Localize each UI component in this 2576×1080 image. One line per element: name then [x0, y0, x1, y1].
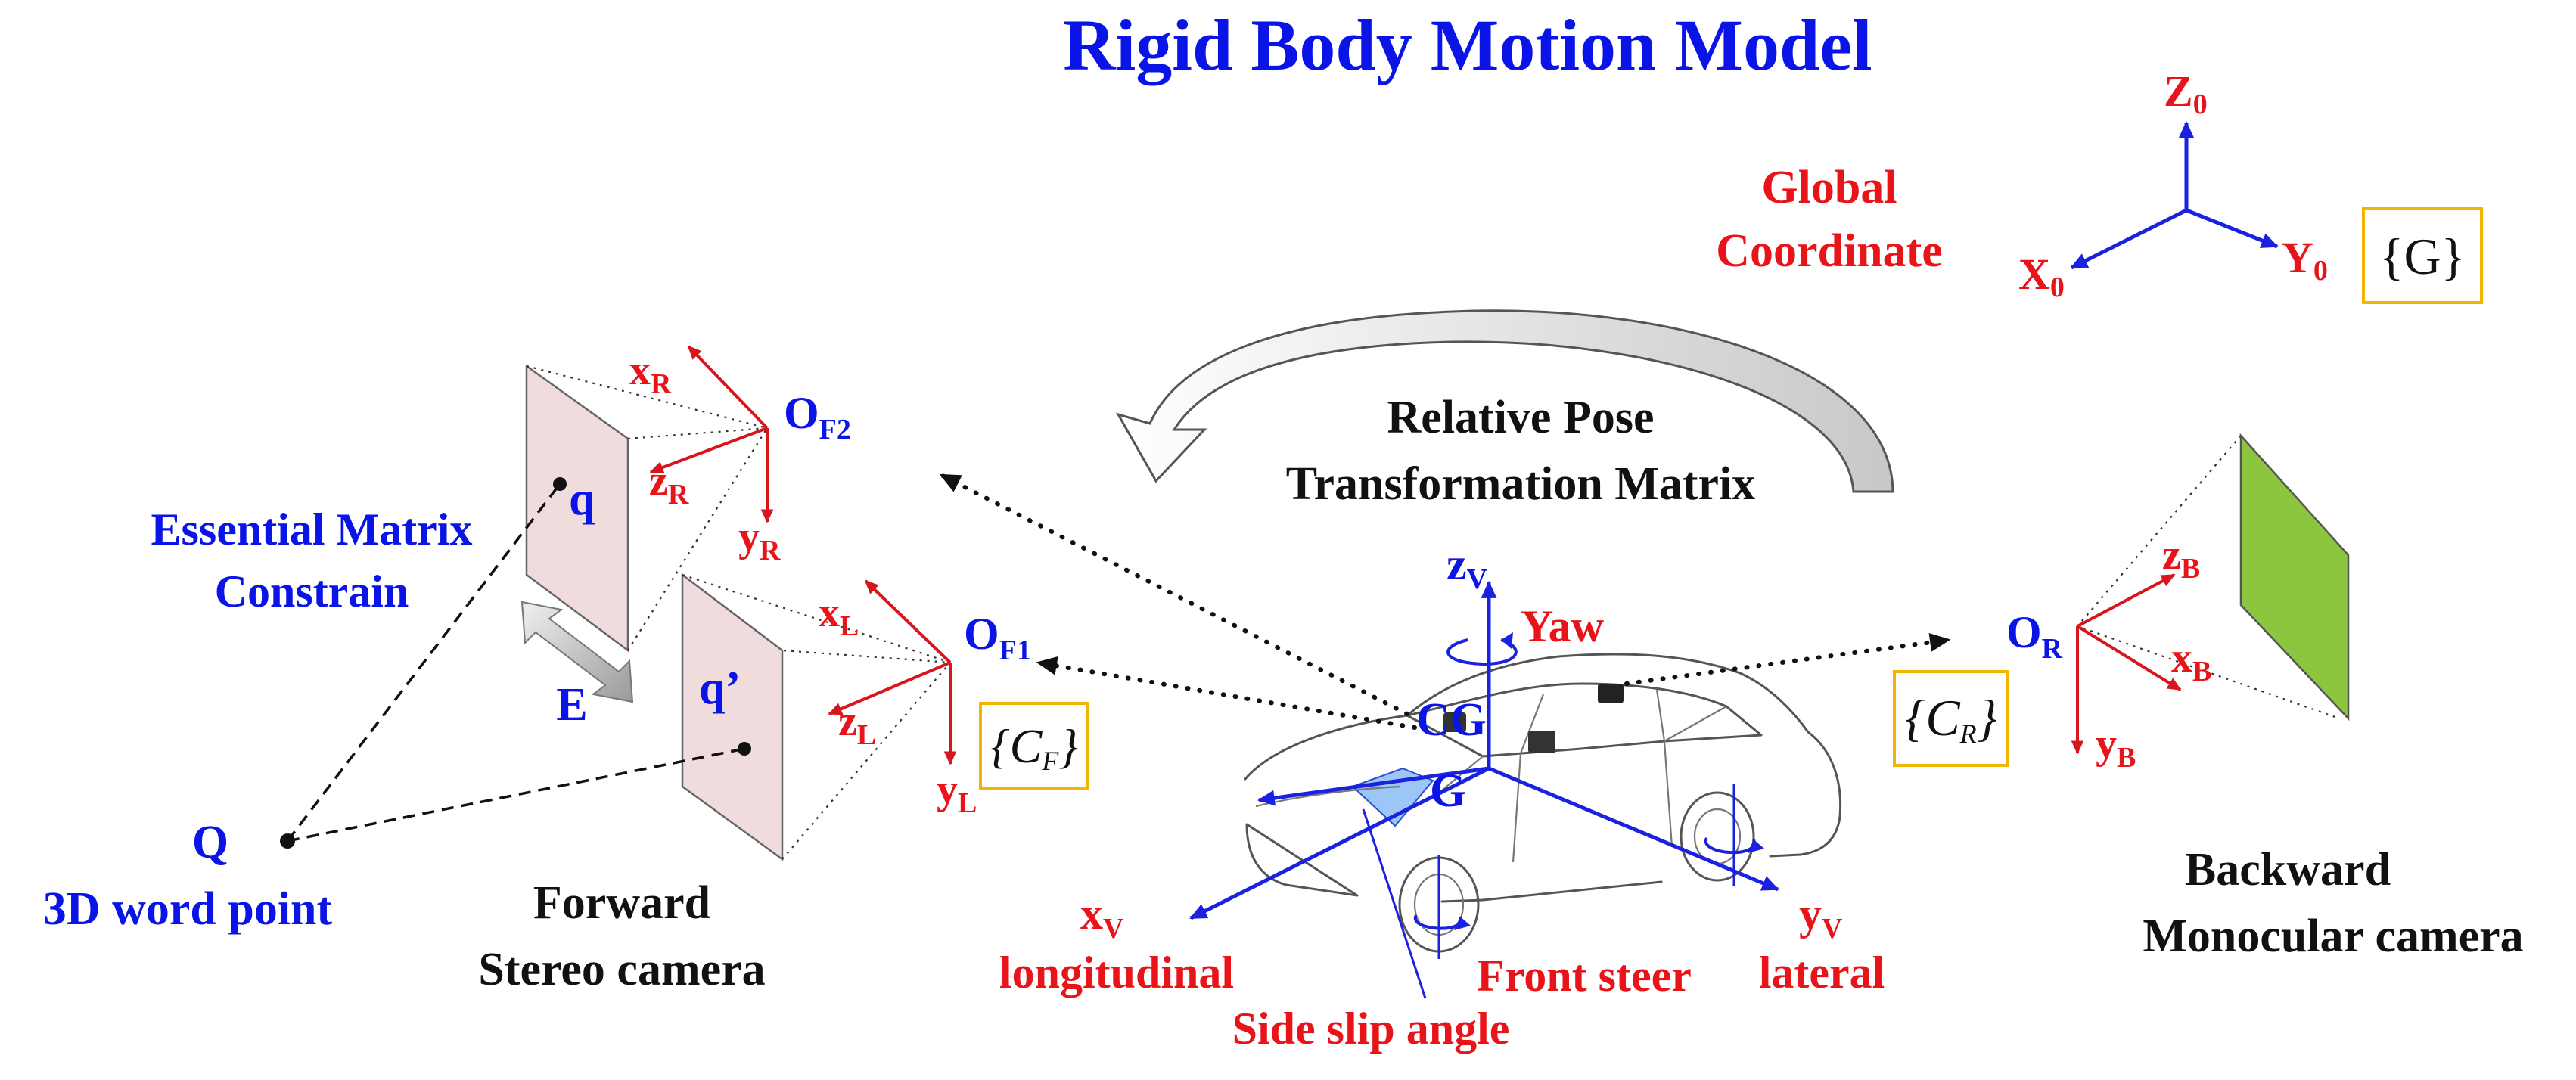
side-slip-label: Side slip angle [1232, 1004, 1510, 1054]
forward-frame-box [979, 702, 1089, 790]
essential-line2: Constrain [215, 566, 409, 616]
yl-label: yL [937, 766, 977, 819]
front-steer-label: Front steer [1477, 951, 1692, 1001]
side-slip-pointer [1362, 808, 1427, 999]
diagram-title: Rigid Body Motion Model [1063, 5, 1872, 85]
projection-line-q [286, 483, 561, 843]
or-label: OR [2006, 607, 2063, 665]
relative-pose-arc-arrow [1115, 309, 1894, 493]
backward-monocular-camera: OR zB xB yB {CR} Backward Monocular came… [1893, 433, 2524, 962]
global-frame-box [2362, 207, 2483, 304]
longitudinal-label: longitudinal [999, 948, 1234, 998]
xl-label: xL [819, 589, 859, 642]
projection-line-q-prime [287, 747, 745, 843]
yaw-label: Yaw [1521, 601, 1605, 651]
rear-wheel [1680, 791, 1755, 882]
backward-label-line2: Monocular camera [2143, 911, 2523, 962]
q-dot [553, 477, 567, 491]
zb-axis [2077, 573, 2176, 628]
forward-label-line1: Forward [533, 877, 710, 929]
camera-icon-roof [1598, 684, 1624, 703]
global-x-label: X0 [2018, 250, 2065, 303]
xb-axis [2076, 625, 2182, 691]
zb-label: zB [2162, 532, 2200, 585]
pose-arrow-to-forward-right [939, 473, 1409, 716]
lateral-label: lateral [1759, 948, 1885, 998]
global-label-line2: Coordinate [1716, 225, 1943, 277]
forward-stereo-camera: OF2 xR zR yR OF1 xL zL yL {CF} Forward S… [478, 345, 1089, 995]
q-prime-dot [738, 742, 751, 756]
of2-label: OF2 [784, 388, 851, 445]
world-point-caption: 3D word point [43, 883, 333, 935]
zv-label: zV [1446, 539, 1488, 595]
global-coordinate-frame: Global Coordinate Z0 Y0 X0 {G} [1716, 67, 2483, 304]
of1-label: OF1 [964, 609, 1031, 666]
xr-axis [687, 345, 769, 430]
yv-axis [1488, 766, 1779, 892]
backward-image-plane [2239, 433, 2350, 722]
forward-frame-label: {CF} [990, 719, 1078, 776]
zl-label: zL [838, 698, 876, 751]
essential-line1: Essential Matrix [151, 504, 473, 554]
zl-axis [828, 661, 951, 715]
zr-axis [649, 427, 768, 473]
world-point-label: Q [192, 817, 228, 868]
relative-pose-line1: Relative Pose [1387, 392, 1655, 443]
relative-pose-line2: Transformation Matrix [1286, 458, 1755, 510]
xl-axis [864, 579, 952, 664]
global-y-label: Y0 [2282, 233, 2328, 287]
xv-axis [1189, 766, 1490, 920]
xv-label: xV [1080, 889, 1124, 945]
global-label-line1: Global [1761, 162, 1897, 213]
backward-frame-box [1893, 670, 2009, 767]
q-label: q [569, 473, 595, 525]
vehicle-frame: zV Yaw CG G xV longitudinal yV lateral F… [999, 539, 1885, 1054]
essential-e-label: E [556, 679, 587, 731]
backward-label-line1: Backward [2185, 844, 2391, 895]
backward-frame-label: {CR} [1905, 689, 1997, 749]
vehicle-car [1244, 653, 1842, 953]
xr-label: xR [629, 347, 672, 400]
global-x-axis [2070, 208, 2188, 270]
world-point-dot [280, 833, 295, 849]
camera-icon-cg [1443, 712, 1466, 732]
zr-label: zR [649, 458, 689, 511]
xb-label: xB [2171, 635, 2211, 687]
rear-wheel-rotation-icon [1704, 837, 1756, 854]
essential-double-arrow [520, 601, 634, 703]
heading-axis [1257, 766, 1490, 806]
yb-label: yB [2096, 721, 2136, 774]
pose-arrow-to-forward-left [1036, 656, 1417, 730]
global-z-label: Z0 [2164, 67, 2208, 120]
global-frame-label: {G} [2379, 228, 2466, 285]
yr-label: yR [738, 514, 781, 566]
g-label: G [1430, 765, 1466, 817]
yv-label: yV [1799, 889, 1843, 945]
camera-icon-front [1528, 731, 1555, 753]
forward-label-line2: Stereo camera [478, 944, 765, 995]
cg-label: CG [1416, 694, 1487, 746]
left-image-plane [681, 573, 784, 861]
global-y-axis [2186, 208, 2279, 249]
yaw-rotation-icon [1446, 638, 1518, 666]
q-prime-label: q’ [699, 663, 741, 714]
